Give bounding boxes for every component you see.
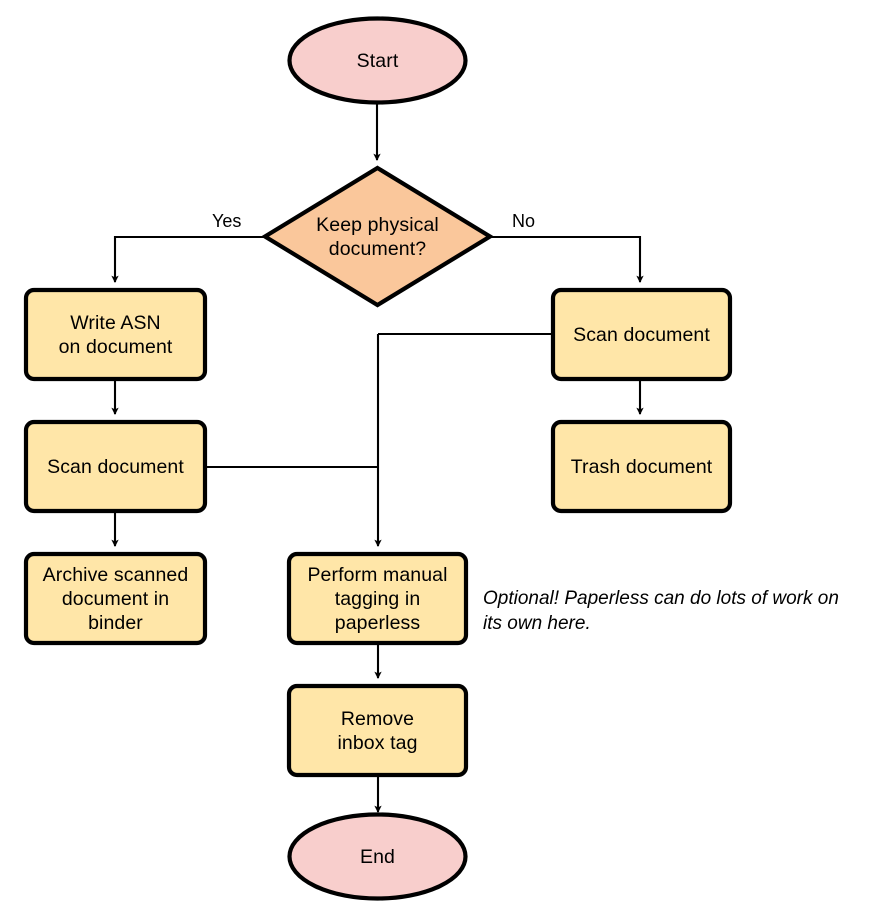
connector-group bbox=[111, 103, 644, 813]
node-end[interactable] bbox=[287, 812, 468, 901]
node-keep-physical-document[interactable] bbox=[260, 165, 495, 308]
node-perform-manual-tagging[interactable] bbox=[286, 551, 469, 646]
edge-label-yes: Yes bbox=[209, 211, 245, 231]
node-start[interactable] bbox=[287, 16, 468, 105]
optional-note: Optional! Paperless can do lots of work … bbox=[483, 588, 839, 634]
edge-decision-no-to-scan-right bbox=[490, 235, 644, 283]
node-scan-document-right[interactable] bbox=[550, 287, 733, 382]
edge-label-no: No bbox=[509, 211, 539, 231]
node-scan-document-left[interactable] bbox=[23, 419, 208, 514]
node-trash-document[interactable] bbox=[550, 419, 733, 514]
edge-decision-yes-to-write-asn bbox=[111, 235, 265, 283]
node-archive-scanned-document[interactable] bbox=[23, 551, 208, 646]
node-write-asn[interactable] bbox=[23, 287, 208, 382]
node-remove-inbox-tag[interactable] bbox=[286, 683, 469, 778]
